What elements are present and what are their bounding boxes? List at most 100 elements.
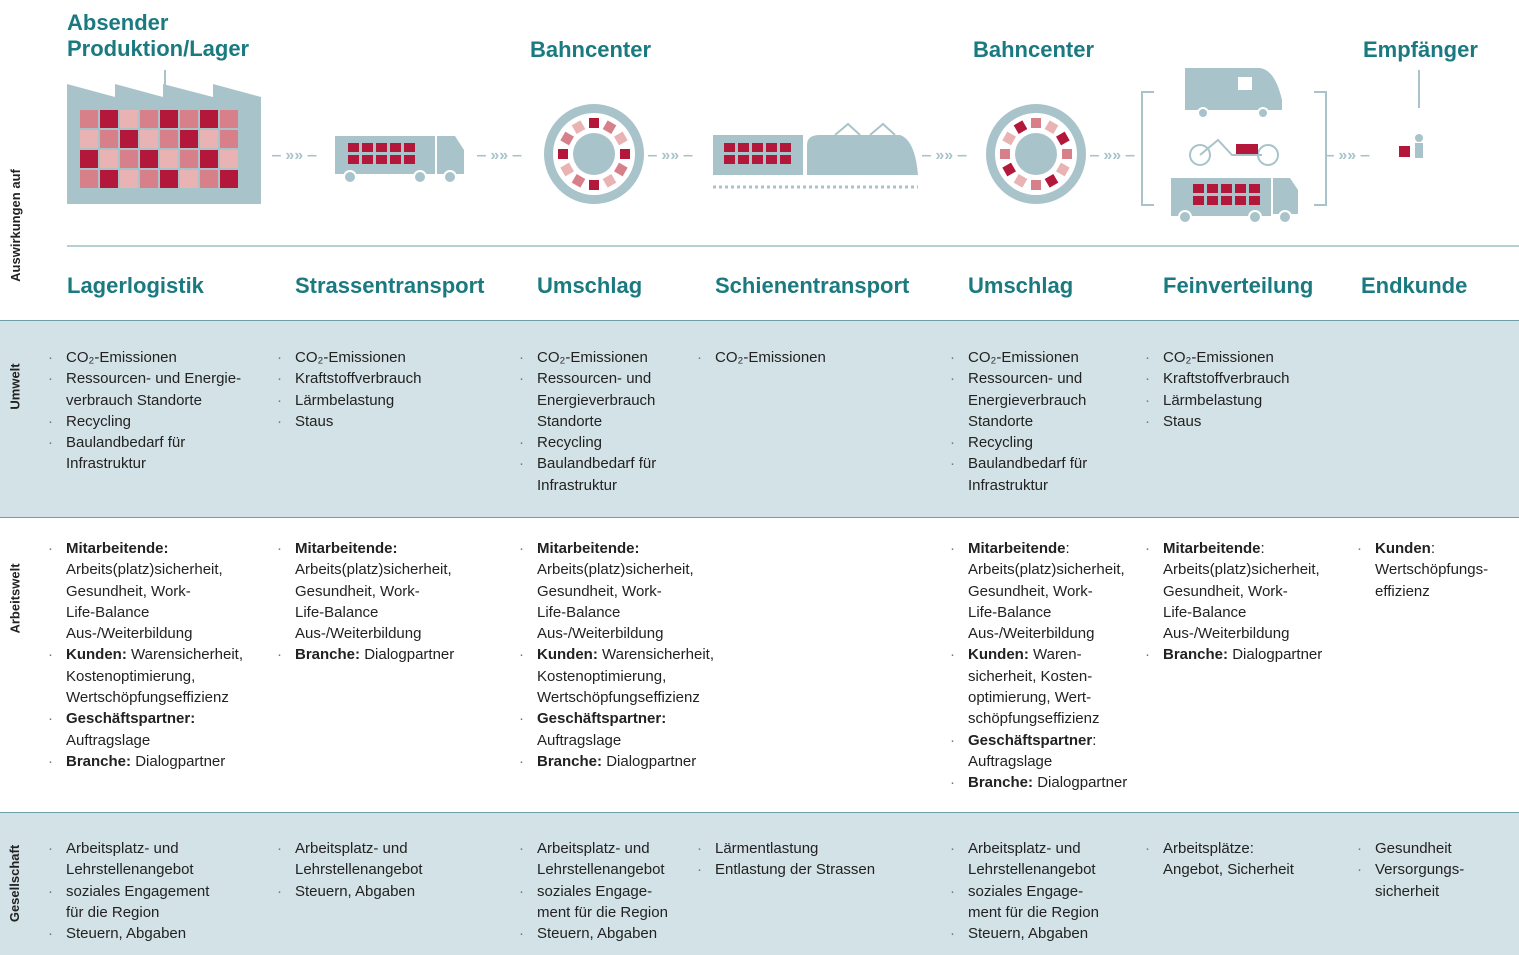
cell-list: LärmentlastungEntlastung der Strassen bbox=[697, 838, 875, 881]
cell-list: CO₂-EmissionenRessourcen- und Energie- v… bbox=[48, 347, 241, 475]
list-item: Arbeitsplätze: Angebot, Sicherheit bbox=[1145, 838, 1294, 881]
list-item: Kunden: Wertschöpfungs- effizienz bbox=[1357, 538, 1488, 602]
list-item: Recycling bbox=[48, 411, 241, 433]
list-item: Ressourcen- und Energie- verbrauch Stand… bbox=[48, 368, 241, 411]
hub-icon bbox=[986, 104, 1086, 204]
svg-text:‒ »» ‒: ‒ »» ‒ bbox=[921, 147, 967, 164]
list-item: Arbeitsplatz- und Lehrstellenangebot bbox=[48, 838, 209, 881]
cell-list: CO₂-EmissionenRessourcen- und Energiever… bbox=[950, 347, 1087, 496]
list-item: Baulandbedarf für Infrastruktur bbox=[950, 453, 1087, 496]
list-item: Ressourcen- und Energieverbrauch Standor… bbox=[950, 368, 1087, 432]
list-item: soziales Engage- ment für die Region bbox=[519, 881, 668, 924]
column-header: Endkunde bbox=[1361, 273, 1468, 298]
list-item: CO₂-Emissionen bbox=[519, 347, 656, 369]
list-item: Branche: Dialogpartner bbox=[950, 772, 1127, 794]
list-item: Geschäftspartner: Auftragslage bbox=[48, 708, 243, 751]
svg-text:‒ »» ‒: ‒ »» ‒ bbox=[1324, 147, 1370, 164]
cell-list: Mitarbeitende: Arbeits(platz)sicherheit,… bbox=[950, 538, 1127, 794]
row-label-arbeitswelt: Arbeitswelt bbox=[7, 562, 23, 634]
list-item: Staus bbox=[277, 411, 421, 433]
impact-side-label: Auswirkungen auf bbox=[7, 168, 23, 282]
list-item: Baulandbedarf für Infrastruktur bbox=[519, 453, 656, 496]
list-item: Kunden: Warensicherheit, Kostenoptimieru… bbox=[519, 644, 714, 708]
cell-list: Kunden: Wertschöpfungs- effizienz bbox=[1357, 538, 1488, 602]
list-item: Steuern, Abgaben bbox=[519, 923, 668, 945]
cell-list: CO₂-EmissionenRessourcen- und Energiever… bbox=[519, 347, 656, 496]
cell-list: Arbeitsplatz- und Lehrstellenangebotsozi… bbox=[950, 838, 1099, 945]
list-item: Steuern, Abgaben bbox=[48, 923, 209, 945]
list-item: Kraftstoffverbrauch bbox=[277, 368, 421, 390]
column-header: Strassentransport bbox=[295, 273, 485, 298]
list-item: Kunden: Warensicherheit, Kostenoptimieru… bbox=[48, 644, 243, 708]
cell-list: Mitarbeitende: Arbeits(platz)sicherheit,… bbox=[1145, 538, 1322, 666]
list-item: Lärmentlastung bbox=[697, 838, 875, 860]
svg-text:‒ »» ‒: ‒ »» ‒ bbox=[647, 147, 693, 164]
cell-list: GesundheitVersorgungs- sicherheit bbox=[1357, 838, 1464, 902]
list-item: Arbeitsplatz- und Lehrstellenangebot bbox=[277, 838, 423, 881]
list-item: Arbeitsplatz- und Lehrstellenangebot bbox=[519, 838, 668, 881]
hub1-title: Bahncenter bbox=[530, 37, 652, 62]
list-item: Recycling bbox=[950, 432, 1087, 454]
cell-list: Mitarbeitende: Arbeits(platz)sicherheit,… bbox=[519, 538, 714, 773]
truck-icon bbox=[335, 136, 464, 184]
list-item: Branche: Dialogpartner bbox=[277, 644, 454, 666]
list-item: Mitarbeitende: Arbeits(platz)sicherheit,… bbox=[950, 538, 1127, 644]
column-header: Umschlag bbox=[537, 273, 643, 298]
column-header: Feinverteilung bbox=[1163, 273, 1314, 298]
list-item: Mitarbeitende: Arbeits(platz)sicherheit,… bbox=[277, 538, 454, 644]
cell-list: CO₂-Emissionen bbox=[697, 347, 826, 369]
list-item: CO₂-Emissionen bbox=[950, 347, 1087, 369]
list-item: Arbeitsplatz- und Lehrstellenangebot bbox=[950, 838, 1099, 881]
row-label-gesellschaft: Gesellschaft bbox=[7, 844, 23, 922]
flow-arrows: ‒ »» ‒ ‒ »» ‒ ‒ »» ‒ ‒ »» ‒ ‒ »» ‒ ‒ »» … bbox=[271, 147, 1370, 164]
list-item: Kraftstoffverbrauch bbox=[1145, 368, 1289, 390]
list-item: Staus bbox=[1145, 411, 1289, 433]
row-label-umwelt: Umwelt bbox=[7, 362, 23, 410]
list-item: Ressourcen- und Energieverbrauch Standor… bbox=[519, 368, 656, 432]
cell-list: CO₂-EmissionenKraftstoffverbrauchLärmbel… bbox=[1145, 347, 1289, 432]
list-item: Steuern, Abgaben bbox=[950, 923, 1099, 945]
logistics-flow-diagram: ‒ »» ‒ ‒ »» ‒ ‒ »» ‒ ‒ »» ‒ ‒ »» ‒ ‒ »» … bbox=[67, 68, 1519, 247]
list-item: Geschäftspartner: Auftragslage bbox=[519, 708, 714, 751]
hub2-title: Bahncenter bbox=[973, 37, 1095, 62]
svg-text:‒ »» ‒: ‒ »» ‒ bbox=[476, 147, 522, 164]
gesellschaft-band bbox=[0, 813, 1519, 955]
cell-list: Arbeitsplatz- und Lehrstellenangebotsozi… bbox=[48, 838, 209, 945]
list-item: soziales Engage- ment für die Region bbox=[950, 881, 1099, 924]
sender-title: Absender Produktion/Lager bbox=[67, 10, 250, 61]
cell-list: Arbeitsplatz- und Lehrstellenangebotsozi… bbox=[519, 838, 668, 945]
distribution-vehicles-icon bbox=[1141, 68, 1327, 224]
list-item: Branche: Dialogpartner bbox=[48, 751, 243, 773]
cell-list: CO₂-EmissionenKraftstoffverbrauchLärmbel… bbox=[277, 347, 421, 432]
list-item: CO₂-Emissionen bbox=[697, 347, 826, 369]
list-item: Mitarbeitende: Arbeits(platz)sicherheit,… bbox=[48, 538, 243, 644]
list-item: Lärmbelastung bbox=[1145, 390, 1289, 412]
cell-list: Arbeitsplatz- und LehrstellenangebotSteu… bbox=[277, 838, 423, 902]
list-item: Versorgungs- sicherheit bbox=[1357, 859, 1464, 902]
svg-text:‒ »» ‒: ‒ »» ‒ bbox=[1089, 147, 1135, 164]
list-item: Entlastung der Strassen bbox=[697, 859, 875, 881]
column-header: Lagerlogistik bbox=[67, 273, 204, 298]
receiver-person-icon bbox=[1399, 70, 1423, 158]
list-item: Geschäftspartner: Auftragslage bbox=[950, 730, 1127, 773]
list-item: CO₂-Emissionen bbox=[1145, 347, 1289, 369]
column-header: Umschlag bbox=[968, 273, 1074, 298]
list-item: Mitarbeitende: Arbeits(platz)sicherheit,… bbox=[1145, 538, 1322, 644]
list-item: Branche: Dialogpartner bbox=[1145, 644, 1322, 666]
list-item: soziales Engagement für die Region bbox=[48, 881, 209, 924]
list-item: Gesundheit bbox=[1357, 838, 1464, 860]
cell-list: Mitarbeitende: Arbeits(platz)sicherheit,… bbox=[48, 538, 243, 773]
list-item: Steuern, Abgaben bbox=[277, 881, 423, 903]
cell-list: Arbeitsplätze: Angebot, Sicherheit bbox=[1145, 838, 1294, 881]
receiver-title: Empfänger bbox=[1363, 37, 1478, 62]
list-item: Branche: Dialogpartner bbox=[519, 751, 714, 773]
list-item: CO₂-Emissionen bbox=[48, 347, 241, 369]
list-item: Kunden: Waren- sicherheit, Kosten- optim… bbox=[950, 644, 1127, 729]
list-item: CO₂-Emissionen bbox=[277, 347, 421, 369]
list-item: Mitarbeitende: Arbeits(platz)sicherheit,… bbox=[519, 538, 714, 644]
list-item: Recycling bbox=[519, 432, 656, 454]
cell-list: Mitarbeitende: Arbeits(platz)sicherheit,… bbox=[277, 538, 454, 666]
list-item: Baulandbedarf für Infrastruktur bbox=[48, 432, 241, 475]
hub-icon bbox=[544, 104, 644, 204]
train-icon bbox=[713, 122, 918, 189]
